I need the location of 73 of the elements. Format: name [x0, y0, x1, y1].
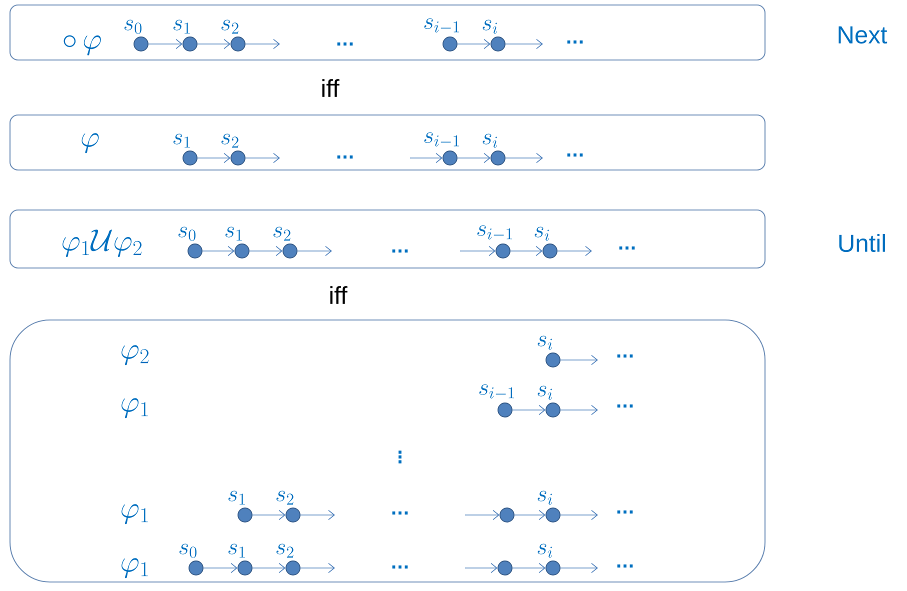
arrow	[297, 246, 332, 256]
state-label: $s_1$	[174, 20, 190, 34]
ellipsis: ...	[392, 511, 408, 515]
state-label: $s_0$	[124, 20, 142, 34]
state-label: $s_0$	[178, 226, 196, 241]
state-label: $s_i$	[482, 134, 498, 148]
arrow	[505, 152, 543, 164]
operator-heading: Next	[838, 26, 888, 44]
state-label: $s_2$	[274, 226, 290, 241]
arrow	[197, 38, 231, 50]
ellipsis: ...	[617, 564, 633, 568]
state-label: $s_{i-1}$	[479, 384, 514, 398]
state-label: $s_1$	[226, 226, 242, 241]
state-label: $s_i$	[534, 226, 550, 241]
ellipsis: ...	[617, 510, 633, 514]
arrow	[560, 510, 598, 520]
ellipsis: ...	[617, 404, 633, 408]
state-dot	[500, 508, 514, 522]
arrow	[560, 562, 598, 574]
arrow	[245, 152, 280, 164]
arrow	[203, 562, 238, 574]
arrow	[148, 38, 183, 50]
ellipsis: ...	[337, 155, 353, 159]
state-label: $s_2$	[222, 20, 238, 34]
state-label: $s_i$	[482, 20, 498, 34]
arrow	[512, 404, 546, 416]
arrow	[249, 246, 283, 256]
ellipsis: ...	[617, 354, 633, 358]
state-label: $s_{i-1}$	[424, 132, 459, 146]
arrow	[410, 152, 443, 164]
arrow	[460, 246, 496, 256]
ellipsis: ...	[619, 246, 635, 250]
arrow	[300, 510, 335, 520]
state-label: $s_0$	[180, 544, 196, 558]
state-dot	[498, 560, 512, 576]
ellipsis: ...	[567, 153, 583, 157]
state-label: $s_1$	[174, 134, 190, 148]
ellipsis: ⋮	[398, 450, 402, 464]
state-label: $s_2$	[222, 134, 238, 148]
arrow	[560, 404, 598, 416]
operator-heading: Until	[839, 234, 885, 252]
state-label: $s_2$	[276, 490, 294, 505]
state-label: $s_1$	[228, 490, 245, 505]
arrow	[197, 152, 231, 164]
state-label: $s_i$	[538, 490, 552, 505]
state-label: $s_i$	[538, 544, 552, 558]
state-label: $s_{i-1}$	[424, 18, 459, 32]
ellipsis: ...	[392, 249, 408, 253]
connective-label: iff	[330, 286, 348, 304]
arrow	[510, 246, 543, 256]
arrow	[245, 38, 280, 50]
arrow	[464, 562, 498, 574]
arrow	[457, 38, 491, 50]
state-label: $s_i$	[538, 336, 552, 350]
arrow	[557, 246, 592, 256]
arrow	[514, 510, 546, 520]
arrow	[202, 246, 235, 256]
state-label: $s_{i-1}$	[477, 225, 512, 240]
connective-label: iff	[322, 79, 340, 97]
arrow	[505, 38, 543, 50]
state-label: $s_1$	[228, 544, 245, 558]
state-label: $s_i$	[538, 386, 552, 400]
ellipsis: ...	[567, 40, 583, 44]
ellipsis: ...	[337, 42, 353, 46]
arrow	[464, 510, 500, 520]
ellipsis: ...	[392, 565, 408, 569]
arrow	[252, 562, 286, 574]
state-label: $s_2$	[276, 544, 294, 558]
arrow	[512, 562, 546, 574]
arrow	[252, 510, 286, 520]
arrow	[300, 562, 335, 574]
arrow	[457, 152, 491, 164]
arrow	[560, 354, 598, 366]
